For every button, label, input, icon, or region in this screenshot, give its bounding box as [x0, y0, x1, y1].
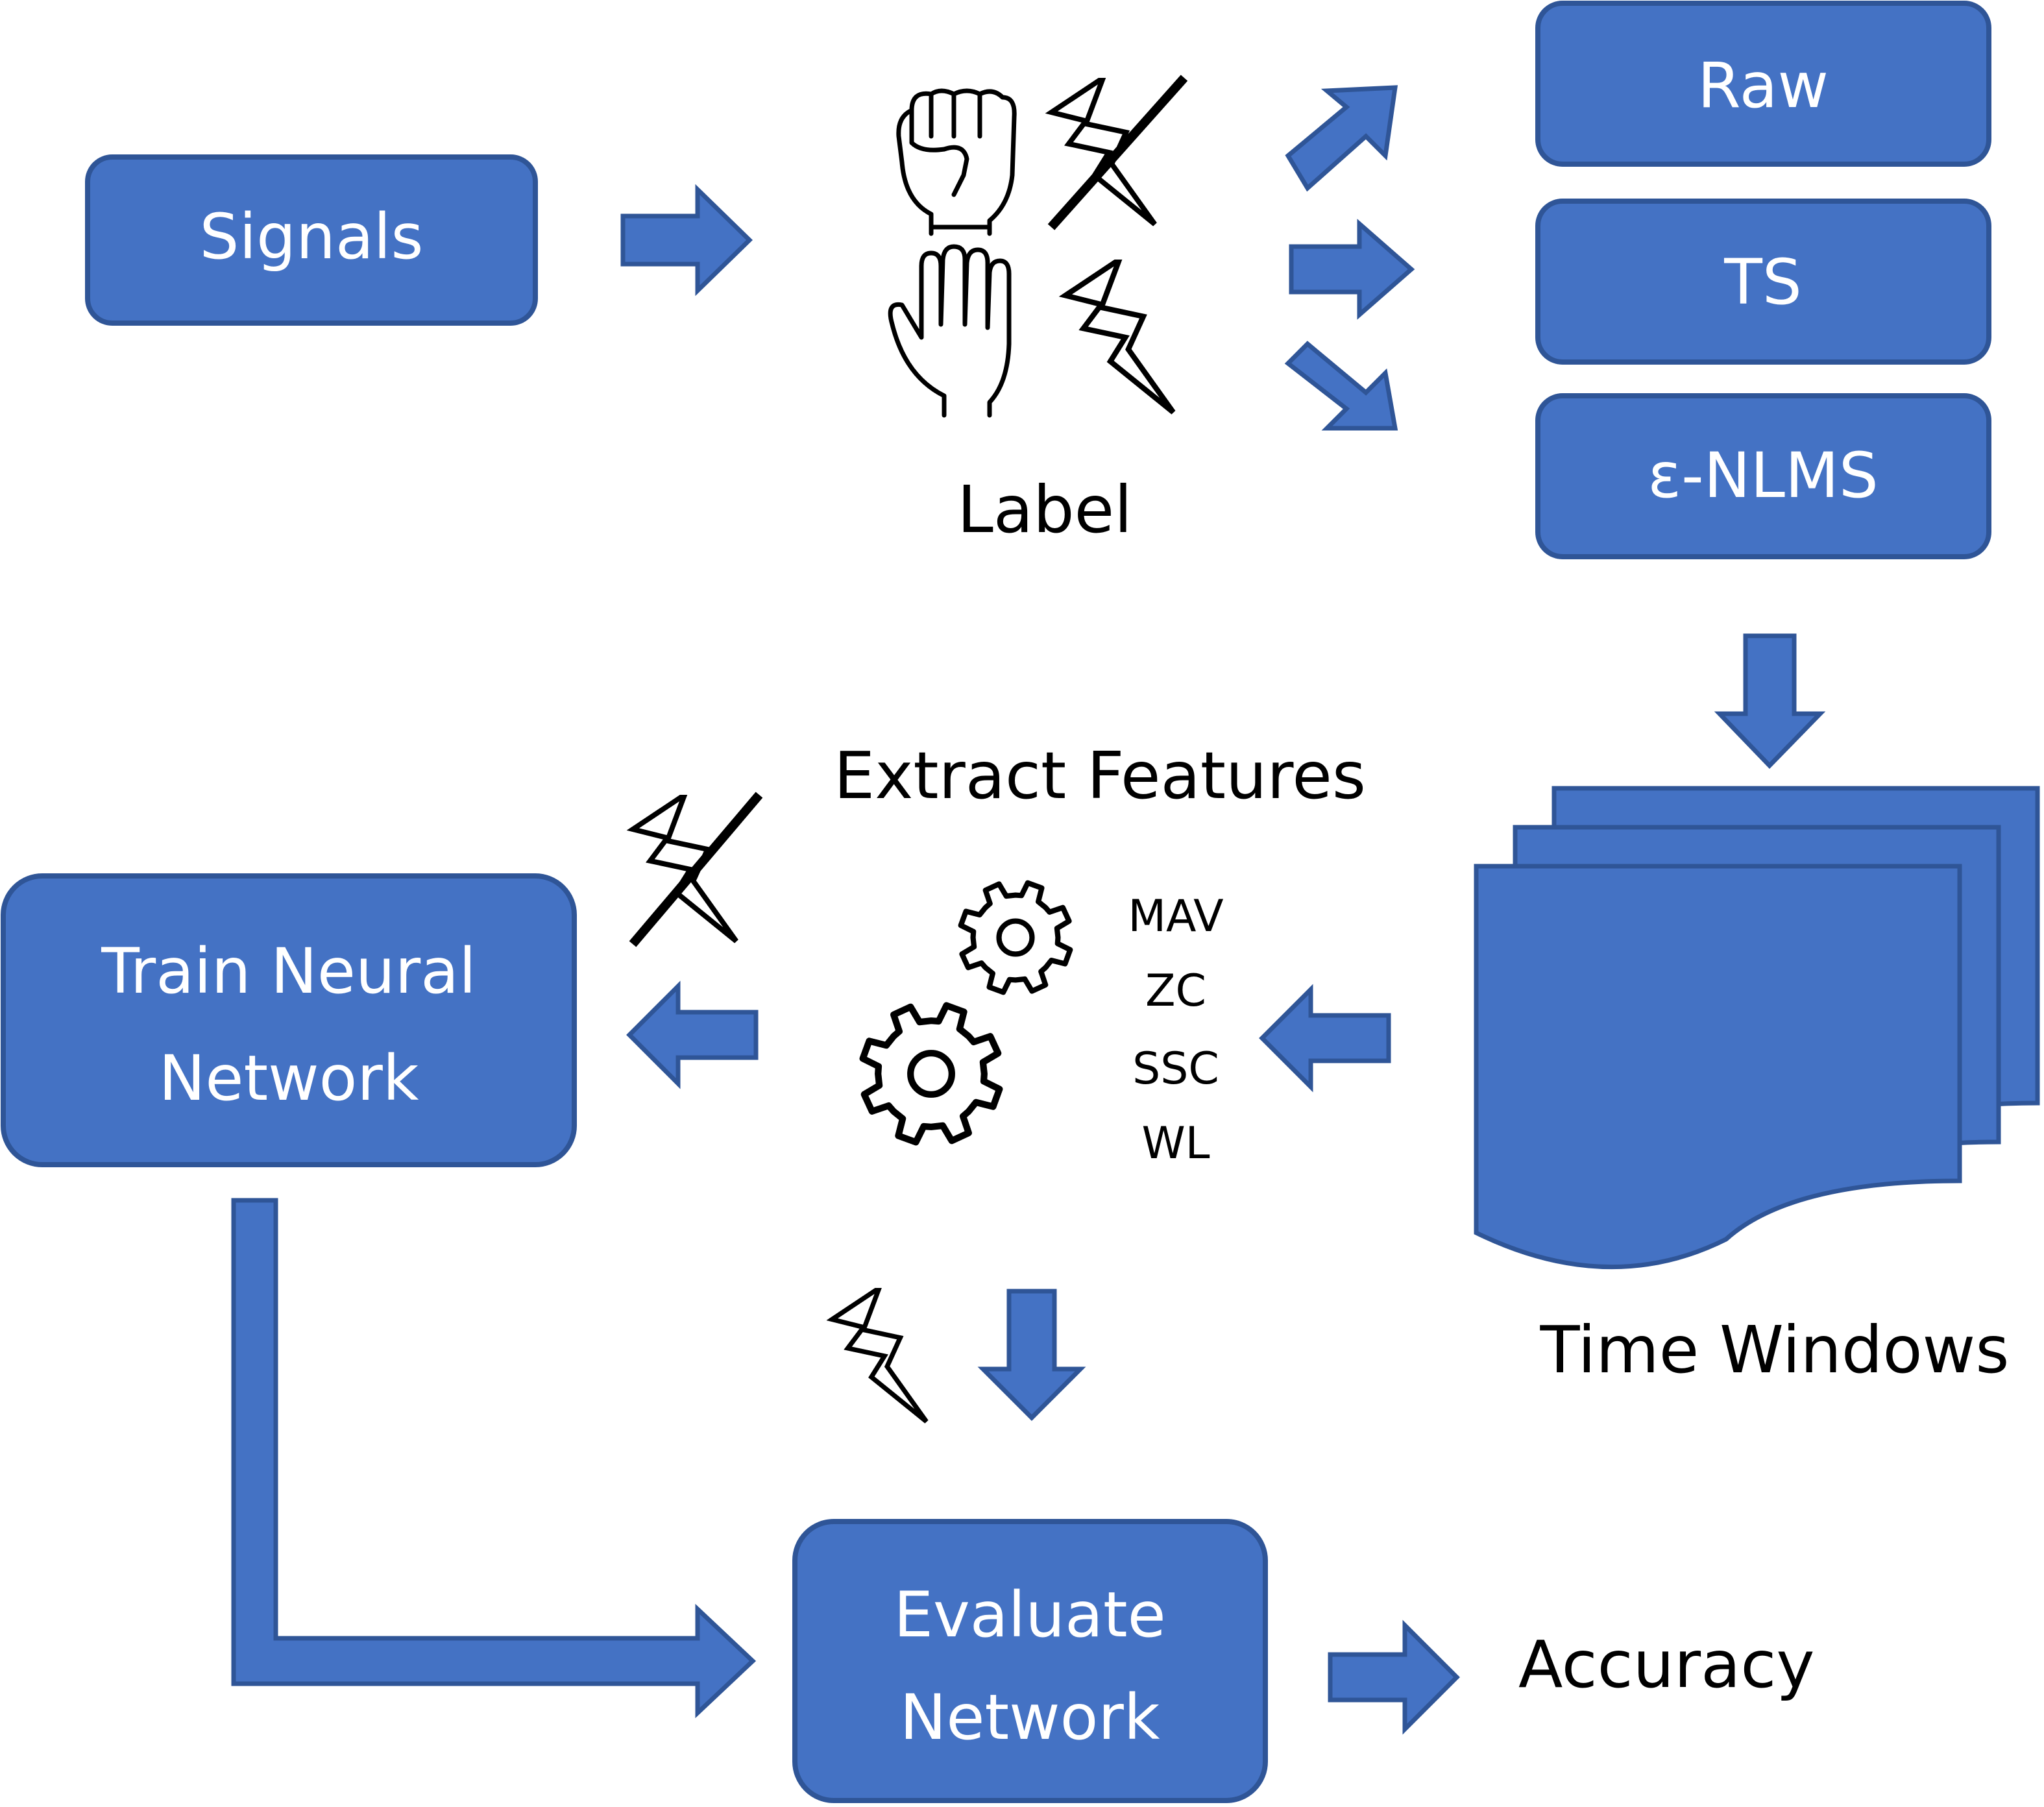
enlms-box: ε-NLMS: [1535, 393, 1991, 559]
arrow-label-to-ts: [1289, 219, 1415, 320]
train-label-line2: Network: [159, 1042, 419, 1115]
train-network-box: Train Neural Network: [1, 873, 577, 1167]
time-windows-caption: Time Windows: [1540, 1312, 2010, 1388]
crossed-bolt-icon: [629, 792, 763, 947]
gear-icon: [961, 883, 1071, 993]
feature-item: MAV: [1128, 891, 1223, 942]
open-hand-icon: [888, 244, 1012, 418]
document-stack-icon: [1474, 786, 2040, 1270]
arrow-train-to-evaluate: [231, 1198, 757, 1719]
enlms-label: ε-NLMS: [1648, 439, 1879, 512]
signals-label: Signals: [200, 200, 424, 273]
bolt-icon: [832, 1288, 926, 1422]
crossed-bolt-icon: [1047, 75, 1188, 230]
ts-box: TS: [1535, 199, 1991, 365]
arrow-features-to-evaluate: [977, 1289, 1086, 1421]
evaluate-label-line1: Evaluate: [894, 1579, 1165, 1651]
raw-box: Raw: [1535, 1, 1991, 167]
arrow-windows-to-features: [1259, 984, 1391, 1093]
label-caption: Label: [957, 472, 1132, 548]
arrow-features-to-train: [626, 980, 759, 1089]
evaluate-label-line2: Network: [900, 1681, 1160, 1754]
arrow-label-to-raw: [1285, 85, 1398, 192]
arrow-label-to-enlms: [1284, 341, 1398, 431]
gear-icon: [863, 1006, 1000, 1143]
fist-icon: [896, 88, 1017, 236]
arrow-evaluate-to-accuracy: [1328, 1619, 1460, 1735]
raw-label: Raw: [1697, 49, 1829, 122]
train-label-line1: Train Neural: [101, 935, 476, 1008]
feature-item: WL: [1141, 1118, 1210, 1169]
feature-item: ZC: [1145, 965, 1206, 1017]
arrow-to-time-windows: [1714, 633, 1826, 770]
extract-features-caption: Extract Features: [834, 738, 1366, 814]
evaluate-network-box: Evaluate Network: [792, 1519, 1268, 1803]
ts-label: TS: [1723, 246, 1802, 319]
feature-item: SSC: [1132, 1043, 1219, 1095]
accuracy-label: Accuracy: [1518, 1627, 1815, 1703]
arrow-signals-to-label: [620, 184, 753, 297]
bolt-icon: [1065, 260, 1173, 412]
signals-box: Signals: [85, 154, 538, 326]
